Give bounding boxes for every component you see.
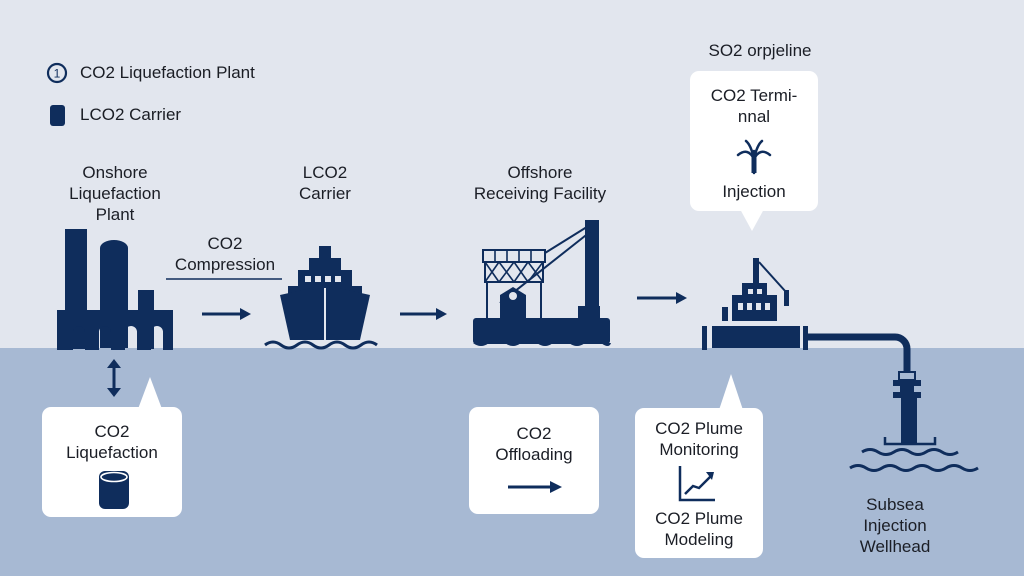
label-line: Offshore (507, 163, 573, 182)
label-line: Compression (174, 255, 276, 274)
label-line: Receiving Facility (473, 184, 607, 203)
double-arrow-icon (107, 359, 121, 397)
legend-item-liquefaction-plant: 1 CO2 Liquefaction Plant (46, 62, 255, 84)
liquefaction-card: CO2 Liquefaction (42, 377, 182, 517)
factory-icon (57, 229, 173, 350)
legend-label: CO2 Liquefaction Plant (80, 63, 255, 82)
cylinder-icon (99, 471, 129, 509)
wellhead-icon (849, 371, 979, 472)
onshore-plant-label: Onshore Liquefaction Plant (40, 162, 190, 225)
pipeline-label: SO2 orpjeline (708, 41, 812, 60)
card-caption: CO2 Plume Modeling (635, 508, 763, 550)
arrow-right-icon (637, 292, 687, 304)
arrow-right-icon (202, 308, 251, 320)
carrier-label: LCO2 Carrier (270, 162, 380, 204)
label-line: Injection (863, 516, 927, 535)
label-line: CO2 (207, 234, 243, 253)
card-title-line: CO2 Plume (655, 419, 743, 438)
offshore-platform-icon (473, 220, 611, 346)
label-line: Liquefaction (69, 184, 161, 203)
arrow-right-icon (400, 308, 447, 320)
legend-item-carrier: LCO2 Carrier (46, 102, 181, 128)
offloading-card: CO2 Offloading (469, 407, 599, 514)
card-title-line: CO2 (516, 424, 552, 443)
terminal-injection-card: CO2 Termi- nnal Injection (690, 71, 818, 231)
trend-chart-icon (678, 466, 715, 502)
card-pointer (138, 377, 162, 409)
subsea-pipeline (808, 333, 911, 372)
card-caption-line: CO2 Plume (655, 509, 743, 528)
card-title-line: Liquefaction (66, 443, 158, 462)
card-title: CO2 Termi- nnal (690, 85, 818, 127)
card-title: CO2 Offloading (469, 423, 599, 465)
label-line: Wellhead (859, 537, 931, 556)
cylinder-icon (50, 105, 65, 126)
card-title-line: CO2 (94, 422, 130, 441)
label-line: Onshore (82, 163, 148, 182)
card-title-line: nnal (737, 107, 771, 126)
card-caption-line: Modeling (664, 530, 734, 549)
card-title: CO2 Liquefaction (42, 421, 182, 463)
legend-label: LCO2 Carrier (80, 105, 182, 124)
svg-text:1: 1 (54, 67, 61, 81)
numbered-circle-icon: 1 (46, 62, 68, 84)
ship-icon (264, 246, 378, 350)
wellhead-label: Subsea Injection Wellhead (840, 494, 950, 557)
card-pointer (740, 209, 764, 231)
card-title-line: Monitoring (659, 440, 739, 459)
injection-fountain-icon (736, 139, 772, 175)
card-pointer (719, 374, 743, 410)
label-line: LCO2 (302, 163, 348, 182)
arrow-right-icon (508, 481, 562, 493)
label-line: Subsea (866, 495, 924, 514)
card-caption: Injection (722, 182, 786, 201)
label-line: Plant (95, 205, 135, 224)
label-line: Carrier (299, 184, 351, 203)
card-title: CO2 Plume Monitoring (635, 418, 763, 460)
card-title-line: Offloading (495, 445, 573, 464)
compression-label: CO2 Compression (160, 233, 290, 275)
offshore-facility-label: Offshore Receiving Facility (450, 162, 630, 204)
terminal-platform-icon (702, 258, 808, 350)
plume-monitoring-card: CO2 Plume Monitoring CO2 Plume Modeling (635, 374, 763, 558)
card-title-line: CO2 Termi- (710, 86, 798, 105)
